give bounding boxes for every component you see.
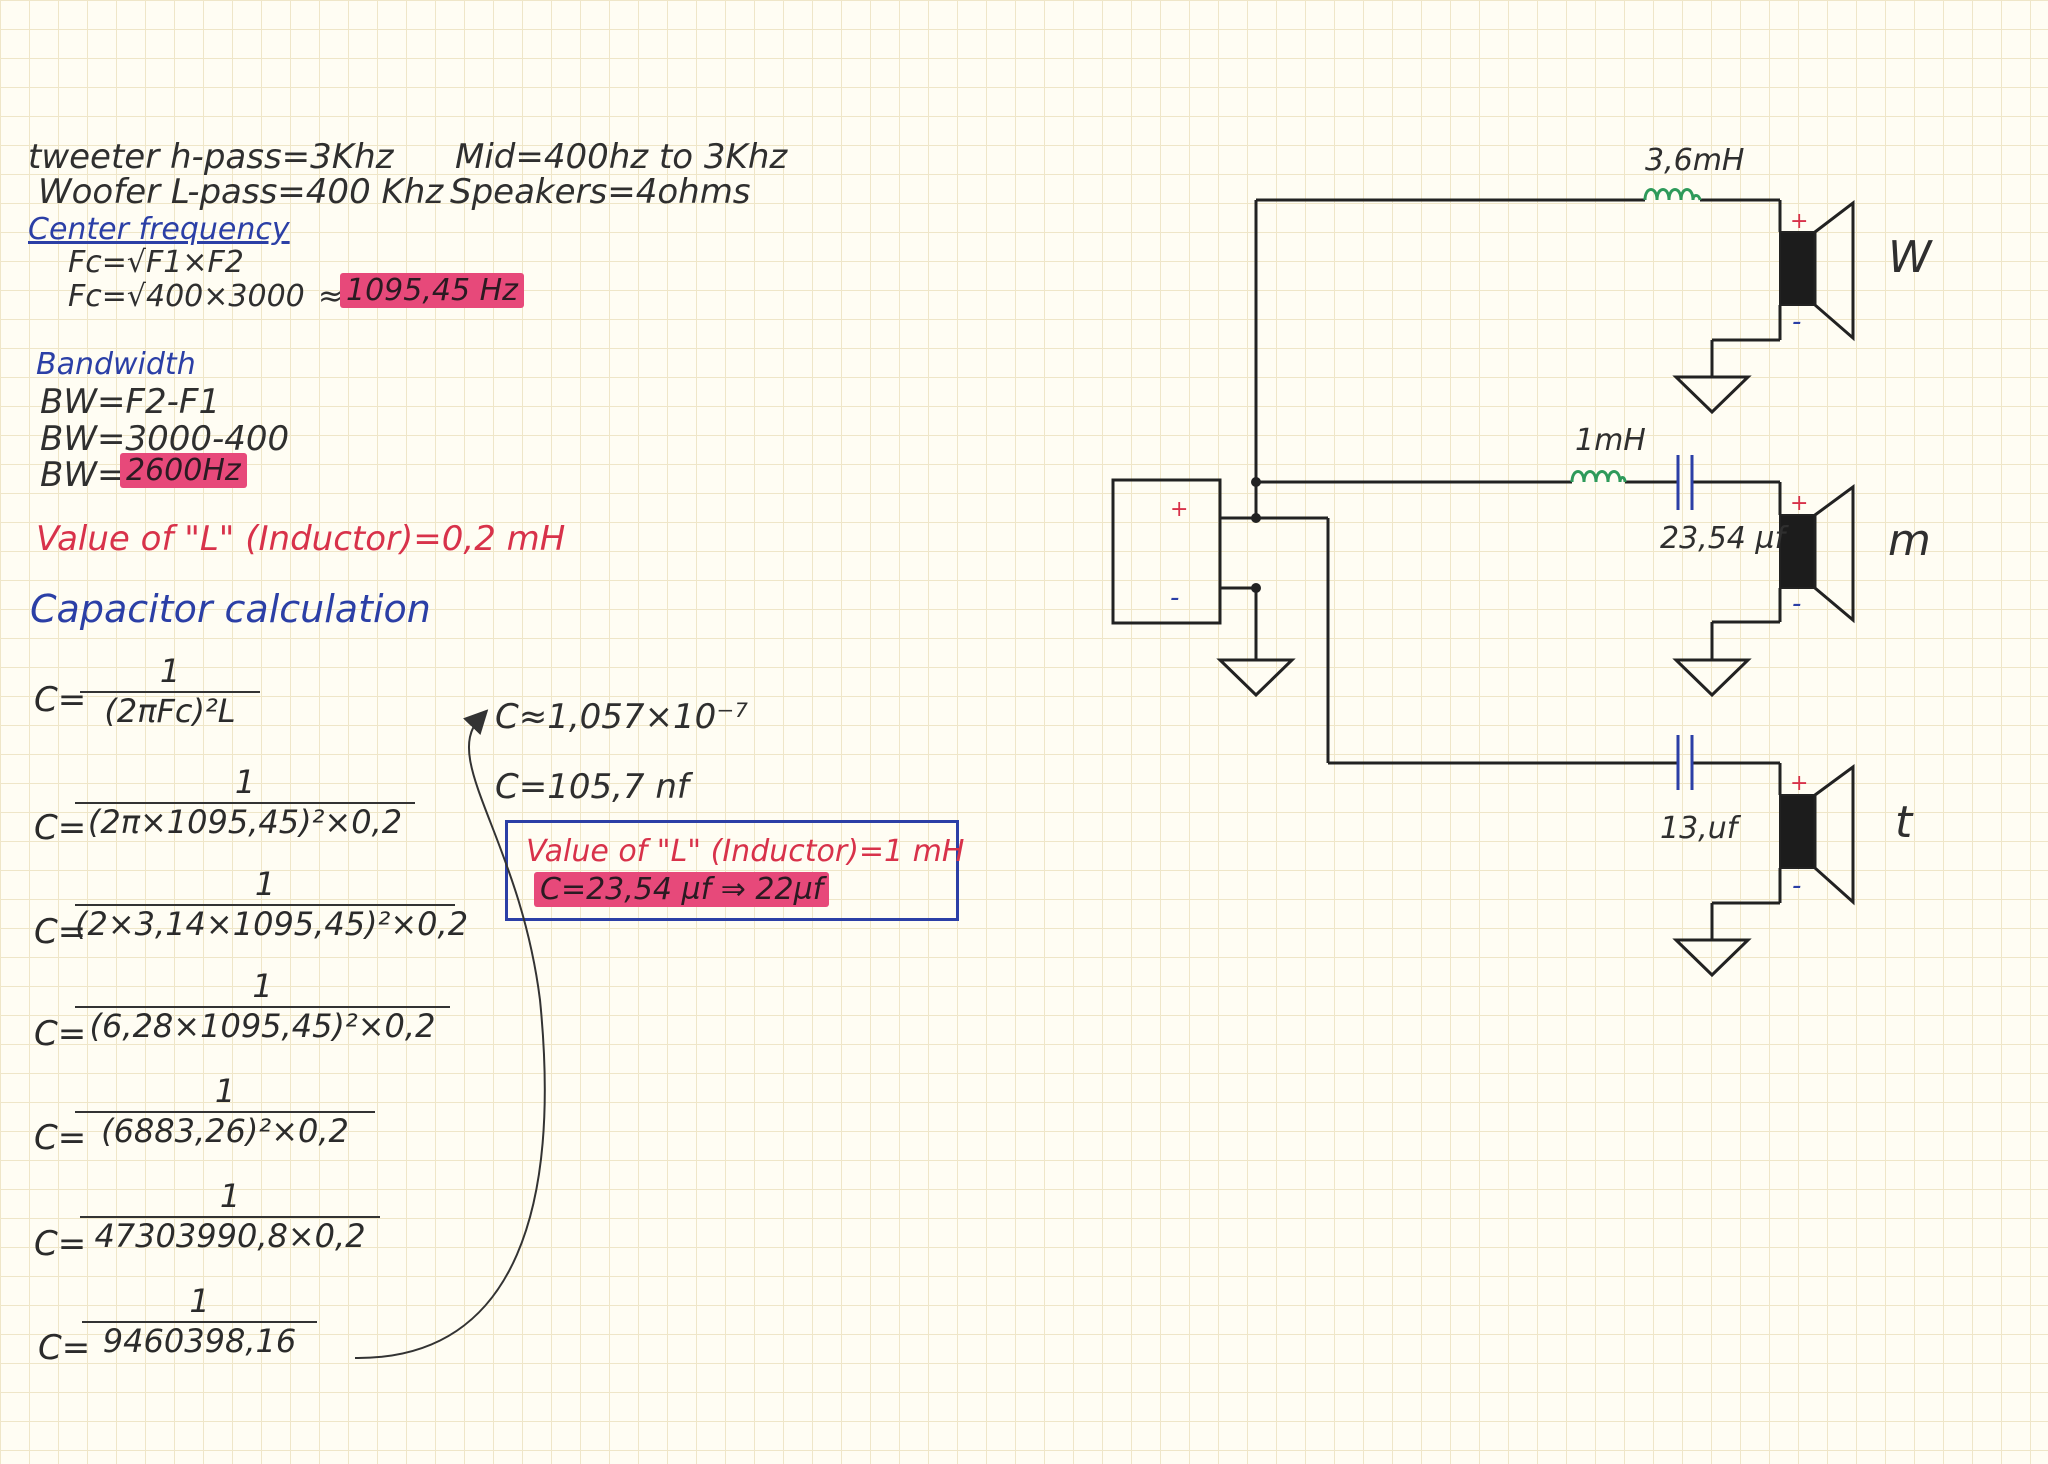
- mid-inductor-label: 1mH: [1575, 423, 1646, 458]
- tweeter-label: t: [1895, 797, 1914, 848]
- junction-dot: [1251, 477, 1261, 487]
- approx-sign: ≈: [318, 279, 344, 314]
- numerator: 1: [214, 1072, 236, 1110]
- mid-speaker: [1779, 484, 1855, 624]
- woofer-spec: Woofer L-pass=400 Khz: [38, 172, 444, 212]
- speakers-spec: Speakers=4ohms: [450, 172, 751, 212]
- numerator: 1: [219, 1177, 241, 1215]
- center-frequency-substitution: Fc=√400×3000: [68, 279, 305, 314]
- numerator: 1: [159, 652, 181, 690]
- center-frequency-formula: Fc=√F1×F2: [68, 245, 244, 280]
- mid-spec: Mid=400hz to 3Khz: [455, 137, 788, 177]
- result-arrow: [354, 709, 546, 1360]
- bandwidth-formula: BW=F2-F1: [40, 382, 221, 422]
- inductor-1mh-box: Value of "L" (Inductor)=1 mH C=23,54 µf …: [505, 820, 964, 921]
- ground-symbol: [1672, 375, 1752, 415]
- fraction-step-3: 1 (2×3,14×1095,45)²×0,2: [75, 865, 469, 943]
- woofer-inductor: [1643, 188, 1702, 201]
- woofer-label: W: [1888, 232, 1933, 283]
- c-eq-5: C=: [34, 1118, 87, 1158]
- source-plus: +: [1170, 497, 1188, 522]
- capacitor-result: C=105,7 nf: [495, 767, 689, 807]
- fraction-step-5: 1 (6883,26)²×0,2: [75, 1072, 375, 1150]
- boxed-capacitor-equation: C=23,54 µf: [540, 872, 712, 907]
- mid-inductor: [1570, 470, 1627, 483]
- ground-symbol: [1672, 658, 1752, 698]
- tweeter-spec: tweeter h-pass=3Khz: [28, 137, 394, 177]
- c-eq-6: C=: [34, 1224, 87, 1264]
- c-eq-4: C=: [34, 1014, 87, 1054]
- denominator: (6,28×1095,45)²×0,2: [89, 1006, 436, 1045]
- tweeter-plus: +: [1790, 771, 1808, 796]
- denominator: 9460398,16: [102, 1321, 297, 1360]
- tweeter-speaker: [1779, 764, 1855, 906]
- tweeter-capacitor-label: 13,uf: [1660, 811, 1742, 846]
- inductor-value: Value of "L" (Inductor)=0,2 mH: [36, 519, 566, 559]
- c-eq-7: C=: [38, 1328, 91, 1368]
- arrow-glyph: ⇒: [720, 872, 746, 907]
- fraction-step-7: 1 9460398,16: [82, 1282, 317, 1360]
- bandwidth-substitution: BW=3000-400: [40, 419, 290, 459]
- fraction-step-6: 1 47303990,8×0,2: [80, 1177, 380, 1255]
- woofer-speaker: [1779, 199, 1855, 342]
- numerator: 1: [234, 763, 256, 801]
- numerator: 1: [254, 865, 276, 903]
- amplifier-source: [1111, 478, 1222, 625]
- mid-plus: +: [1790, 491, 1808, 516]
- denominator: (2πFc)²L: [104, 691, 236, 730]
- woofer-minus: -: [1792, 307, 1801, 337]
- capacitor-title: Capacitor calculation: [30, 587, 431, 631]
- mid-minus: -: [1792, 589, 1801, 619]
- junction-dot: [1251, 583, 1261, 593]
- fraction-step-4: 1 (6,28×1095,45)²×0,2: [75, 967, 450, 1045]
- numerator: 1: [252, 967, 273, 1005]
- source-minus: -: [1170, 583, 1179, 613]
- denominator: 47303990,8×0,2: [94, 1216, 366, 1255]
- boxed-capacitor-rounded: 22µf: [755, 872, 824, 907]
- bandwidth-result: 2600Hz: [120, 453, 247, 488]
- ground-symbol: [1672, 938, 1752, 978]
- denominator: (2×3,14×1095,45)²×0,2: [75, 904, 469, 943]
- boxed-capacitor-result: C=23,54 µf ⇒ 22µf: [534, 872, 830, 907]
- center-frequency-result: 1095,45 Hz: [340, 273, 524, 308]
- denominator: (2π×1095,45)²×0,2: [87, 802, 403, 841]
- mid-label: m: [1888, 515, 1931, 566]
- junction-dot: [1251, 513, 1261, 523]
- woofer-plus: +: [1790, 209, 1808, 234]
- ground-symbol: [1216, 658, 1296, 698]
- center-frequency-title: Center frequency: [28, 212, 290, 247]
- bandwidth-lhs: BW=: [40, 455, 126, 495]
- bandwidth-title: Bandwidth: [36, 347, 196, 382]
- tweeter-minus: -: [1792, 871, 1801, 901]
- c-eq-2: C=: [34, 808, 87, 848]
- c-eq-3: C=: [34, 912, 87, 952]
- fraction-step-1: 1 (2πFc)²L: [80, 652, 260, 730]
- capacitor-approx: C≈1,057×10⁻⁷: [495, 697, 748, 737]
- numerator: 1: [189, 1282, 210, 1320]
- woofer-inductor-label: 3,6mH: [1645, 143, 1745, 178]
- denominator: (6883,26)²×0,2: [101, 1111, 349, 1150]
- c-eq-1: C=: [34, 680, 87, 720]
- boxed-inductor-value: Value of "L" (Inductor)=1 mH: [526, 834, 965, 869]
- mid-capacitor-label: 23,54 µf: [1660, 521, 1790, 556]
- fraction-step-2: 1 (2π×1095,45)²×0,2: [75, 763, 415, 841]
